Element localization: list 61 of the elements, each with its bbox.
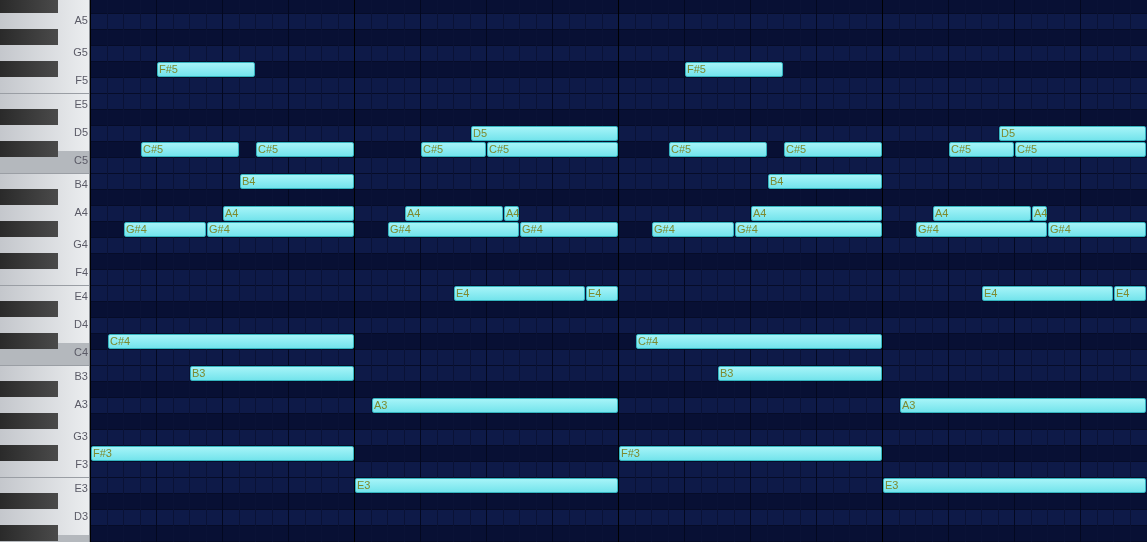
key-label: F4 [74, 266, 88, 279]
key-label: G5 [72, 46, 88, 59]
note-block: G#4 [1048, 222, 1146, 237]
note-block: G#4 [207, 222, 354, 237]
note-block: E3 [355, 478, 618, 493]
note-block: C#5 [487, 142, 618, 157]
key-label: G3 [72, 430, 88, 443]
note-block: B4 [240, 174, 354, 189]
note-block: C#4 [108, 334, 354, 349]
key-label: D3 [72, 510, 88, 523]
note-block: F#5 [157, 62, 255, 77]
key-label: E5 [73, 98, 88, 111]
note-block: C#4 [636, 334, 882, 349]
note-block: E4 [586, 286, 618, 301]
note-block: C#5 [256, 142, 354, 157]
note-block: E4 [1114, 286, 1146, 301]
note-block: A4 [1032, 206, 1047, 221]
note-block: A3 [372, 398, 618, 413]
note-block: F#3 [91, 446, 354, 461]
key-label: A3 [73, 398, 88, 411]
key-label: D4 [72, 318, 88, 331]
key-label: F3 [74, 458, 88, 471]
note-block: C#5 [141, 142, 239, 157]
note-block: E3 [883, 478, 1146, 493]
note-block: F#5 [685, 62, 783, 77]
key-label: B4 [73, 178, 88, 191]
note-block: A4 [405, 206, 503, 221]
note-block: G#4 [124, 222, 206, 237]
note-block: G#4 [520, 222, 618, 237]
key-label: D5 [72, 126, 88, 139]
key-label: C4 [72, 346, 88, 359]
note-block: C#5 [669, 142, 767, 157]
note-block: F#3 [619, 446, 882, 461]
note-block: B3 [190, 366, 354, 381]
note-block: G#4 [735, 222, 882, 237]
note-block: G#4 [388, 222, 519, 237]
note-block: E4 [982, 286, 1113, 301]
key-label: B3 [73, 370, 88, 383]
key-label: E3 [73, 482, 88, 495]
note-block: A4 [223, 206, 354, 221]
note-block: A4 [933, 206, 1031, 221]
note-block: B3 [718, 366, 882, 381]
note-block: E4 [454, 286, 585, 301]
key-label: F5 [74, 74, 88, 87]
note-block: B4 [768, 174, 882, 189]
note-block: A4 [504, 206, 519, 221]
key-label: G4 [72, 238, 88, 251]
key-label: A5 [73, 14, 88, 27]
key-label: E4 [73, 290, 88, 303]
note-block: A3 [900, 398, 1146, 413]
note-block: G#4 [652, 222, 734, 237]
key-label: A4 [73, 206, 88, 219]
note-block: C#5 [949, 142, 1014, 157]
note-block: D5 [471, 126, 618, 141]
note-block: G#4 [916, 222, 1047, 237]
note-block: C#5 [1015, 142, 1146, 157]
key-label: C5 [72, 154, 88, 167]
note-block: C#5 [784, 142, 882, 157]
note-block: C#5 [421, 142, 486, 157]
note-block: D5 [999, 126, 1146, 141]
note-block: A4 [751, 206, 882, 221]
